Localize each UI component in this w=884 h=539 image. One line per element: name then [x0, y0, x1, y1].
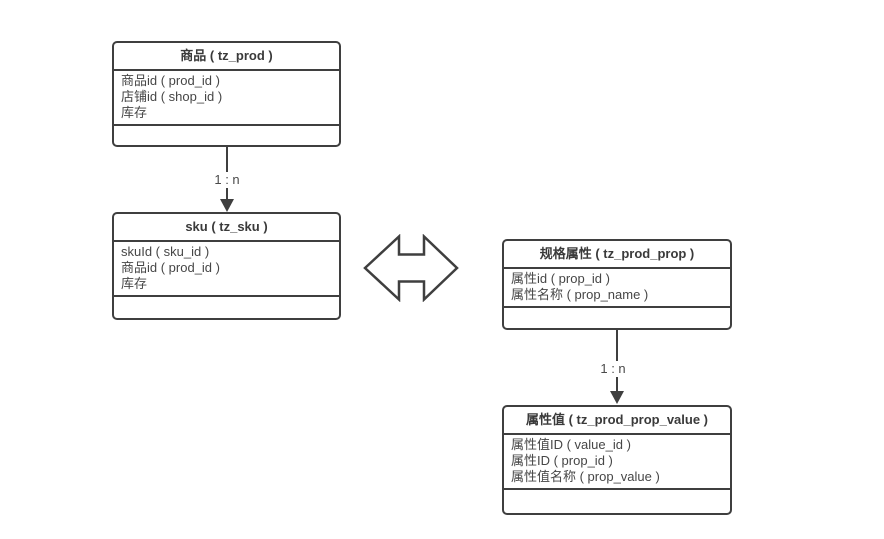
table-field: 库存	[121, 276, 148, 291]
table-fields: 属性id ( prop_id ) 属性名称 ( prop_name )	[504, 269, 730, 308]
table-field: 店铺id ( shop_id )	[121, 89, 223, 104]
entity-table-prod-prop-value: 属性值 ( tz_prod_prop_value ) 属性值ID ( value…	[502, 405, 732, 515]
table-title: 规格属性 ( tz_prod_prop )	[504, 241, 730, 269]
table-field: 属性ID ( prop_id )	[511, 453, 613, 468]
entity-table-prod: 商品 ( tz_prod ) 商品id ( prod_id ) 店铺id ( s…	[112, 41, 341, 147]
table-field: 商品id ( prod_id )	[121, 260, 220, 275]
relation-cardinality-label: 1 : n	[597, 361, 629, 377]
table-fields: 属性值ID ( value_id ) 属性ID ( prop_id ) 属性值名…	[504, 435, 730, 490]
table-empty-section	[114, 297, 339, 318]
entity-table-prod-prop: 规格属性 ( tz_prod_prop ) 属性id ( prop_id ) 属…	[502, 239, 732, 330]
table-field: 商品id ( prod_id )	[121, 73, 220, 88]
table-field: 属性值ID ( value_id )	[511, 437, 631, 452]
table-empty-section	[504, 308, 730, 328]
table-title: sku ( tz_sku )	[114, 214, 339, 242]
double-arrow-icon	[363, 234, 459, 302]
arrowhead-down-icon	[610, 391, 624, 404]
table-field: 属性值名称 ( prop_value )	[511, 469, 660, 484]
table-empty-section	[504, 490, 730, 513]
table-field: 属性名称 ( prop_name )	[511, 287, 649, 302]
table-field: 属性id ( prop_id )	[511, 271, 610, 286]
relation-cardinality-label: 1 : n	[211, 172, 243, 188]
table-fields: 商品id ( prod_id ) 店铺id ( shop_id ) 库存	[114, 71, 339, 126]
table-empty-section	[114, 126, 339, 145]
relation-line-prop-propvalue	[616, 330, 618, 391]
entity-table-sku: sku ( tz_sku ) skuId ( sku_id ) 商品id ( p…	[112, 212, 341, 320]
table-fields: skuId ( sku_id ) 商品id ( prod_id ) 库存	[114, 242, 339, 297]
table-field: 库存	[121, 105, 148, 120]
table-title: 属性值 ( tz_prod_prop_value )	[504, 407, 730, 435]
arrowhead-down-icon	[220, 199, 234, 212]
table-title: 商品 ( tz_prod )	[114, 43, 339, 71]
table-field: skuId ( sku_id )	[121, 244, 210, 259]
